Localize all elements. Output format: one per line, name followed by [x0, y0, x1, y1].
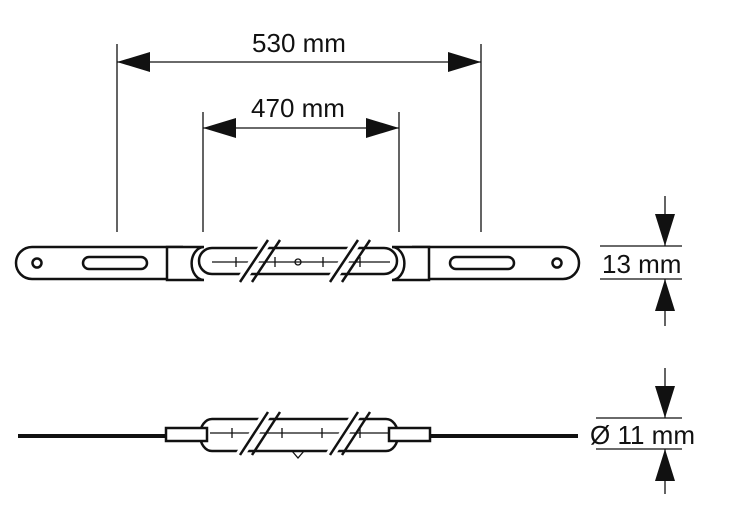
glass-tube-top — [197, 246, 399, 276]
break-mark-top-right — [326, 237, 372, 285]
arrowhead-width-top — [655, 214, 675, 246]
label-inner-length: 470 mm — [251, 93, 345, 123]
dimension-width: 13 mm — [600, 196, 682, 326]
break-mark-top-left — [236, 237, 282, 285]
break-mark-side-left — [236, 409, 282, 458]
dimension-diameter: Ø 11 mm — [590, 368, 695, 494]
right-tab-slot — [448, 255, 516, 271]
left-tab-slot — [81, 255, 149, 271]
label-overall-length: 530 mm — [252, 28, 346, 58]
left-pinch-seal — [164, 426, 209, 443]
arrowhead-diameter-bottom — [655, 449, 675, 481]
left-seal-cap — [165, 245, 205, 282]
left-terminal-tab — [14, 245, 183, 281]
arrowhead-right-inner — [366, 118, 399, 138]
label-diameter: Ø 11 mm — [590, 420, 695, 450]
label-width: 13 mm — [602, 249, 681, 279]
left-tab-hole — [31, 257, 43, 269]
arrowhead-right-overall — [448, 52, 481, 72]
dimension-overall-length: 530 mm — [116, 28, 482, 232]
arrowhead-left-inner — [203, 118, 236, 138]
lamp-top-view — [14, 237, 581, 285]
arrowhead-left-overall — [117, 52, 150, 72]
exhaust-tip — [291, 450, 305, 459]
right-tab-hole — [551, 257, 563, 269]
right-seal-cap — [391, 245, 431, 282]
break-mark-side-right — [326, 409, 372, 458]
right-pinch-seal — [387, 426, 432, 443]
right-terminal-tab — [412, 245, 581, 281]
arrowhead-diameter-top — [655, 386, 675, 418]
arrowhead-width-bottom — [655, 279, 675, 311]
dimension-inner-length: 470 mm — [202, 93, 400, 232]
lamp-side-view — [18, 409, 578, 459]
glass-tube-side — [198, 417, 400, 453]
filament-center-support — [294, 258, 302, 266]
